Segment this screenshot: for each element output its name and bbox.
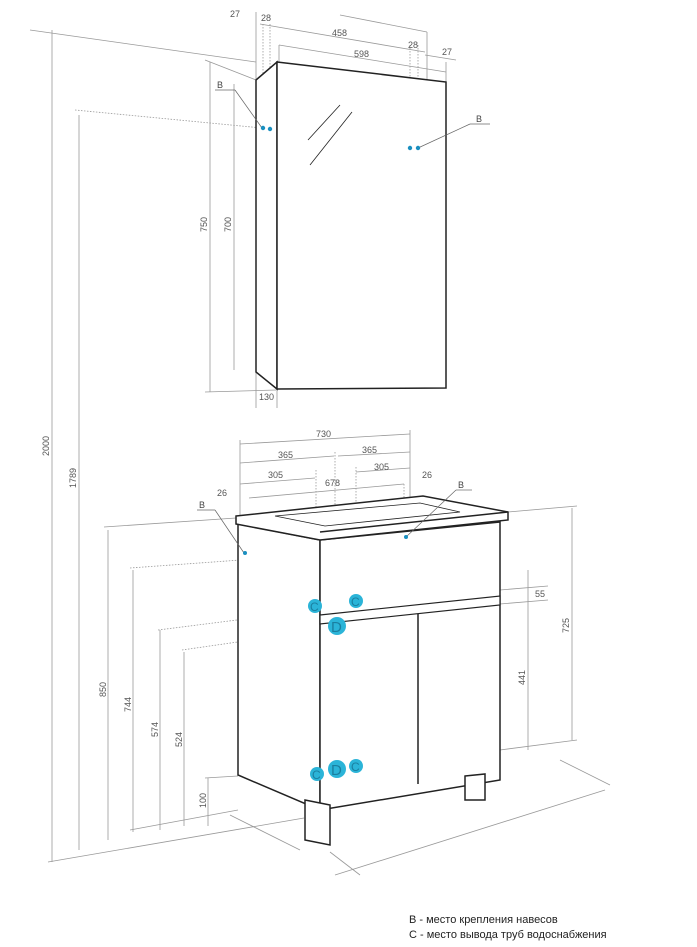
mirror-cabinet — [255, 60, 447, 391]
dim-28: 28 — [408, 40, 418, 50]
dim-28: 28 — [261, 13, 271, 23]
dim-26: 26 — [422, 470, 432, 480]
dim-678: 678 — [325, 478, 340, 488]
dim-750: 750 — [199, 217, 209, 232]
dim-100: 100 — [198, 793, 208, 808]
pipe-markers — [308, 594, 363, 781]
dim-700: 700 — [223, 217, 233, 232]
dim-365: 365 — [278, 450, 293, 460]
legend-b: B - место крепления навесов — [409, 914, 558, 926]
dim-305: 305 — [268, 470, 283, 480]
dim-441: 441 — [517, 670, 527, 685]
dim-305: 305 — [374, 462, 389, 472]
pipe-marker-labels: C C D C D C — [310, 595, 360, 782]
dimension-labels: 27 28 458 598 28 27 B B 2000 1789 750 70… — [41, 9, 571, 808]
label-b: B — [199, 500, 205, 510]
marker-d: D — [331, 762, 342, 779]
dim-725: 725 — [561, 618, 571, 633]
marker-c: C — [310, 600, 319, 614]
dim-744: 744 — [123, 697, 133, 712]
legend-c: C - место вывода труб водоснабжения — [409, 929, 607, 941]
label-b: B — [458, 480, 464, 490]
dim-55: 55 — [535, 589, 545, 599]
leader-lines — [197, 89, 490, 554]
dim-730: 730 — [316, 429, 331, 439]
dim-26: 26 — [217, 488, 227, 498]
label-b: B — [217, 80, 223, 90]
marker-c: C — [351, 760, 360, 774]
dim-1789: 1789 — [68, 468, 78, 488]
mount-points — [243, 125, 421, 555]
marker-d: D — [331, 619, 342, 636]
label-b: B — [476, 114, 482, 124]
dim-2000: 2000 — [41, 436, 51, 456]
dim-27: 27 — [230, 9, 240, 19]
dim-130: 130 — [259, 392, 274, 402]
dim-524: 524 — [174, 732, 184, 747]
dim-458: 458 — [332, 28, 347, 38]
vanity-unit — [235, 495, 509, 846]
dim-365: 365 — [362, 445, 377, 455]
marker-c: C — [312, 768, 321, 782]
marker-c: C — [351, 595, 360, 609]
dim-574: 574 — [150, 722, 160, 737]
dim-598: 598 — [354, 49, 369, 59]
dim-27: 27 — [442, 47, 452, 57]
dim-850: 850 — [98, 682, 108, 697]
